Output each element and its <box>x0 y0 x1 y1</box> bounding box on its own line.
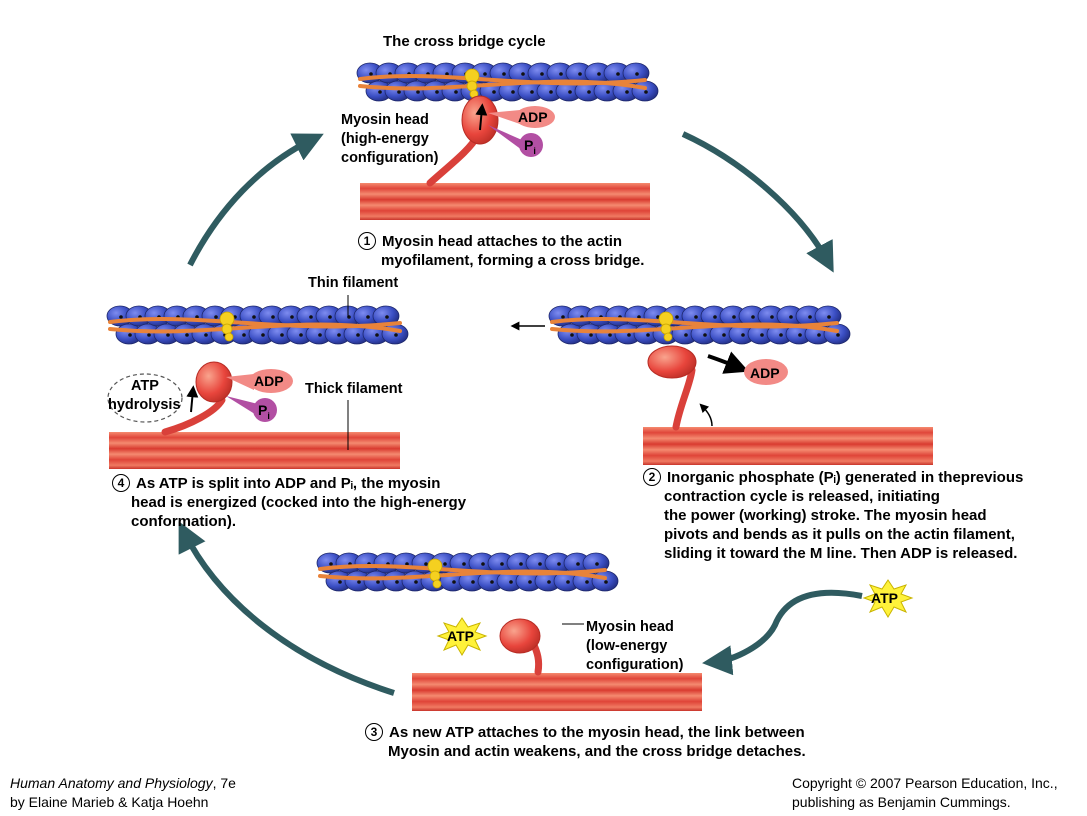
thick-filaments <box>109 183 933 711</box>
thin-filaments <box>106 62 851 592</box>
thin-filament-label: Thin filament <box>308 275 399 291</box>
step4-line3: conformation). <box>131 513 236 530</box>
step3-line2: Myosin and actin weakens, and the cross … <box>388 743 806 760</box>
thin-filament-step3 <box>316 552 619 592</box>
troponin-complex <box>219 311 235 342</box>
myosin-head-step1 <box>426 95 499 187</box>
tropomyosin-strand <box>108 322 402 334</box>
step4-number: 4 <box>112 474 130 492</box>
atp-hydrolysis-line2: hydrolysis <box>108 397 181 413</box>
troponin-complex <box>427 558 443 589</box>
step2-line4: pivots and bends as it pulls on the acti… <box>664 526 1015 543</box>
adp-pi-step1-shapes <box>488 106 555 157</box>
step1-number: 1 <box>358 232 376 250</box>
step2-line2: contraction cycle is released, initiatin… <box>664 488 940 505</box>
book-authors: by Elaine Marieb & Katja Hoehn <box>10 794 209 810</box>
pi-label-step1: Pi <box>524 137 536 156</box>
step2-line5: sliding it toward the M line. Then ADP i… <box>664 545 1018 562</box>
thick-filament-label: Thick filament <box>305 381 403 397</box>
step4-line2: head is energized (cocked into the high-… <box>131 494 467 511</box>
myosin-head-step3 <box>499 618 543 676</box>
myosin-head-step4 <box>161 361 233 436</box>
atp-star-right <box>862 579 914 618</box>
troponin-complex <box>464 68 480 99</box>
adp-label-step4: ADP <box>254 373 284 389</box>
atp-hydrolysis-line1: ATP <box>131 378 159 394</box>
thin-filament-step2 <box>548 305 851 345</box>
copyright-line: Copyright © 2007 Pearson Education, Inc.… <box>792 775 1058 791</box>
pi-label-step4: Pi <box>258 402 270 421</box>
thick-filament-step1 <box>360 183 650 220</box>
myosin-head-step2 <box>647 345 749 431</box>
myosin-head-high-line3: configuration) <box>341 150 439 166</box>
book-title: Human Anatomy and Physiology, 7e <box>10 775 236 791</box>
tropomyosin-strand <box>550 322 839 334</box>
step2-number: 2 <box>643 468 661 486</box>
atp-star-bottom <box>436 617 488 656</box>
cycle-arrows <box>178 131 863 696</box>
figure-title: The cross bridge cycle <box>383 33 546 50</box>
step3-number: 3 <box>365 723 383 741</box>
adp-released-shape <box>744 359 788 385</box>
thin-filament-step1 <box>356 62 659 102</box>
myosin-head-high-line2: (high-energy <box>341 131 429 147</box>
step2-line3: the power (working) stroke. The myosin h… <box>664 507 987 524</box>
myosin-head-low-line1: Myosin head <box>586 619 674 635</box>
myosin-head-low-line2: (low-energy <box>586 638 668 654</box>
adp-pi-step4-shapes <box>107 369 293 423</box>
publisher-line: publishing as Benjamin Cummings. <box>792 794 1011 810</box>
step1-line2: myofilament, forming a cross bridge. <box>381 252 645 269</box>
adp-label-step2: ADP <box>750 365 780 381</box>
thin-filament-step4 <box>106 305 409 345</box>
tropomyosin-strand <box>358 79 647 91</box>
myosin-head-low-line3: configuration) <box>586 657 684 673</box>
thick-filament-step2 <box>643 427 933 465</box>
thick-filament-step3 <box>412 673 702 711</box>
tropomyosin-strand <box>318 569 607 581</box>
atp-label-right: ATP <box>871 590 898 606</box>
atp-label-bottom: ATP <box>447 628 474 644</box>
thick-filament-step4 <box>109 432 400 469</box>
adp-label-step1: ADP <box>518 109 548 125</box>
troponin-complex <box>658 311 674 342</box>
myosin-head-high-line1: Myosin head <box>341 112 429 128</box>
